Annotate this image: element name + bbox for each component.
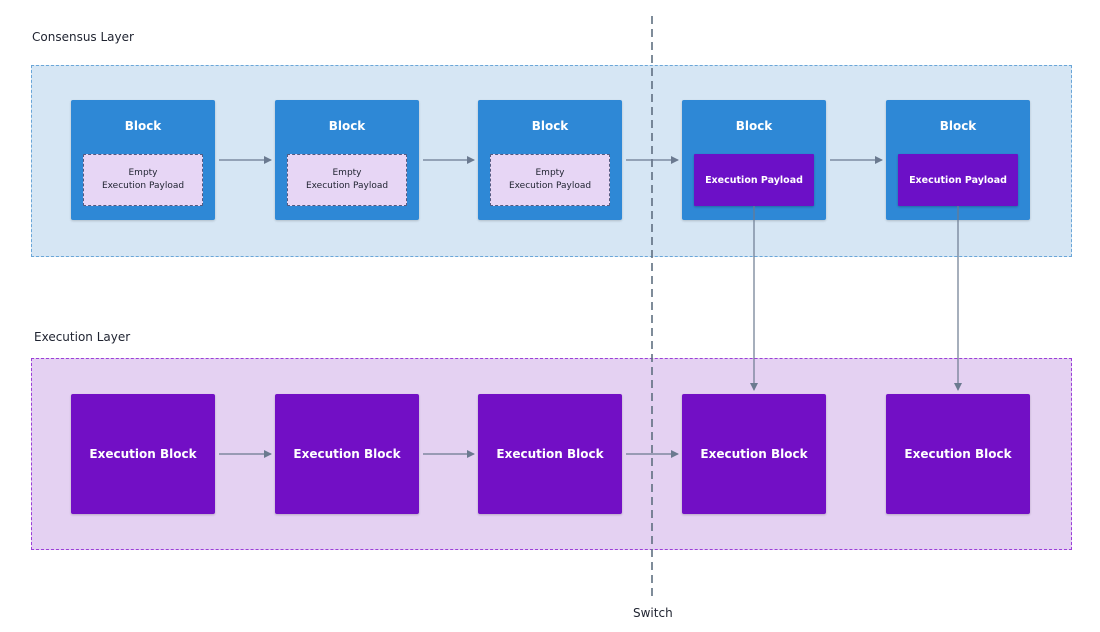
execution-payload: Execution Payload — [694, 154, 814, 206]
payload-line-2: Execution Payload — [101, 181, 185, 191]
execution-layer-label: Execution Layer — [34, 330, 131, 344]
payload-label: Execution Payload — [909, 174, 1007, 186]
block-title: Block — [328, 119, 366, 133]
payload-line-1: Empty — [128, 168, 158, 178]
execution-block: Execution Block — [886, 394, 1030, 514]
consensus-block: Block Empty Execution Payload — [275, 100, 419, 220]
execution-block: Execution Block — [71, 394, 215, 514]
payload-line-2: Execution Payload — [508, 181, 592, 191]
block-title: Block — [939, 119, 977, 133]
consensus-block: Block Execution Payload — [682, 100, 826, 220]
execution-block: Execution Block — [478, 394, 622, 514]
switch-label: Switch — [633, 606, 673, 620]
execution-payload: Execution Payload — [898, 154, 1018, 206]
block-title: Block — [124, 119, 162, 133]
empty-execution-payload: Empty Execution Payload — [83, 154, 203, 206]
consensus-block: Block Execution Payload — [886, 100, 1030, 220]
consensus-block: Block Empty Execution Payload — [478, 100, 622, 220]
block-title: Block — [735, 119, 773, 133]
payload-line-1: Empty — [332, 168, 362, 178]
empty-execution-payload: Empty Execution Payload — [490, 154, 610, 206]
empty-execution-payload: Empty Execution Payload — [287, 154, 407, 206]
block-title: Block — [531, 119, 569, 133]
payload-label: Execution Payload — [705, 174, 803, 186]
execution-block: Execution Block — [682, 394, 826, 514]
consensus-block: Block Empty Execution Payload — [71, 100, 215, 220]
consensus-layer-label: Consensus Layer — [32, 30, 134, 44]
execution-block: Execution Block — [275, 394, 419, 514]
payload-line-1: Empty — [535, 168, 565, 178]
payload-line-2: Execution Payload — [305, 181, 389, 191]
